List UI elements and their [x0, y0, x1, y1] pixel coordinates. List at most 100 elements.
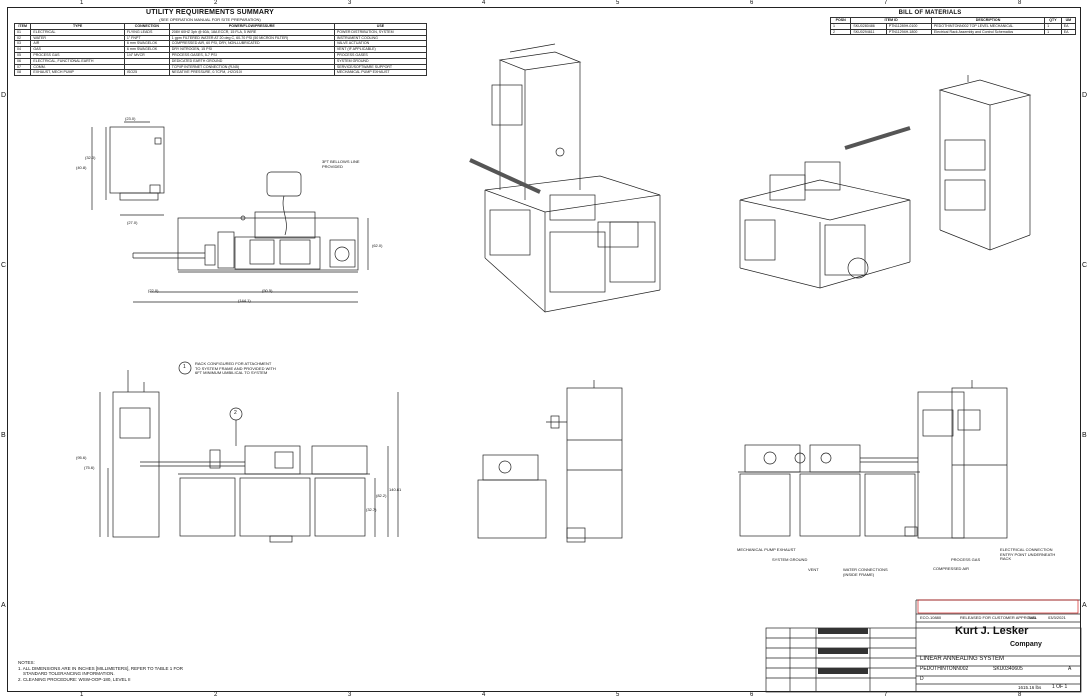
table-cell: SKU0294611: [850, 28, 887, 36]
rear-elevation-view: [738, 391, 965, 539]
zone-col: 2: [214, 692, 218, 698]
zone-row: C: [1, 262, 7, 269]
company-logo: Kurt J. Lesker: [955, 625, 1029, 637]
note-line: 2. CLEANING PROCEDURE: WSW-OOP-180, LEVE…: [18, 676, 131, 682]
table-cell: 04: [13, 46, 32, 53]
dim-label: (144.1): [238, 298, 251, 303]
compressed-air-label: COMPRESSED AIR: [933, 566, 970, 571]
table-cell: 03: [13, 40, 32, 48]
table-cell: MECHANICAL PUMP EXHAUST: [333, 69, 428, 77]
electrical-connection-label: ELECTRICAL CONNECTION ENTRY POINT UNDERN…: [1000, 547, 1056, 562]
table-cell: SYSTEM GROUND: [333, 57, 428, 65]
bellows-note: 3FT BELLOWS LINE PROVIDED: [322, 159, 360, 169]
zone-col: 6: [750, 0, 754, 6]
revision-date: 03/3/2021: [1048, 615, 1066, 620]
table-cell: VENT (IF APPLICABLE): [333, 46, 428, 53]
water-label: WATER CONNECTIONS (INSIDE FRAME): [843, 567, 888, 577]
vent-label: VENT: [808, 567, 819, 572]
dim-label: (62.0): [372, 243, 383, 248]
zone-columns-bottom: 1 2 3 4 5 6 7 8: [7, 692, 1081, 699]
table-cell: INSTRUMENT COOLING: [333, 34, 428, 42]
utility-table-title: UTILITY REQUIREMENTS SUMMARY: [145, 9, 275, 16]
utility-table-subtitle: (SEE OPERATION MANUAL FOR SITE PREPARATI…: [159, 17, 261, 22]
zone-row: C: [1082, 262, 1088, 269]
company-logo-suffix: Company: [1010, 641, 1042, 648]
zone-col: 2: [214, 0, 218, 6]
revision-by: SAB: [1028, 615, 1037, 620]
zone-col: 6: [750, 692, 754, 698]
dim-label: (50.5): [262, 288, 273, 293]
rack-top-view: [91, 121, 165, 216]
dim-label: (23.0): [125, 116, 136, 121]
dim-label: (32.7): [366, 507, 377, 512]
side-elevation-view: [477, 380, 623, 543]
table-cell: 05: [13, 52, 32, 59]
zone-col: 4: [482, 692, 486, 698]
title-block-dark-band: [818, 648, 868, 654]
bom-title: BILL OF MATERIALS: [898, 10, 962, 16]
table-cell: 06: [13, 57, 32, 65]
table-cell: 08: [13, 69, 32, 77]
drawing-border: [7, 7, 1081, 692]
notes-block: NOTES: 1. ALL DIMENSIONS ARE IN INCHES […: [18, 660, 183, 682]
zone-col: 5: [616, 0, 620, 6]
isometric-view-left: [469, 43, 661, 313]
utility-table: ITEM TYPE CONNECTION POWER/FLOW/PRESSURE…: [13, 23, 428, 77]
isometric-view-right: [739, 75, 1032, 289]
revision-eco: ECO-10880: [920, 615, 942, 620]
zone-row: B: [1, 432, 6, 439]
revision-description: RELEASED FOR CUSTOMER APPROVAL: [960, 615, 1037, 620]
dim-label: (40.8): [76, 165, 87, 170]
zone-col: 8: [1018, 0, 1022, 6]
table-cell: Electrical Rack Assembly and Control Sch…: [930, 28, 1046, 36]
title-block-dark-band: [818, 628, 868, 634]
zone-row: D: [1, 92, 7, 99]
dim-label: (82.2): [376, 493, 387, 498]
table-cell: POWER DISTRIBUTION, SYSTEM: [333, 28, 428, 36]
system-ground-label: SYSTEM GROUND: [772, 557, 808, 562]
title-block-dark-band: [818, 668, 868, 674]
note-line: STANDARD TOLERANCING INFORMATION.: [18, 671, 115, 676]
warning-box: [917, 599, 1079, 614]
zone-col: 3: [348, 0, 352, 6]
note-line: 1. ALL DIMENSIONS ARE IN INCHES [MILLIME…: [18, 665, 184, 671]
end-elevation-view: [951, 380, 1008, 539]
callout-balloon: 1: [183, 364, 186, 370]
zone-row: A: [1082, 602, 1087, 609]
zone-col: 4: [482, 0, 486, 6]
zone-col: 8: [1018, 692, 1022, 698]
sheet-size: D: [920, 676, 924, 682]
zone-col: 1: [80, 692, 84, 698]
table-cell: 01: [13, 28, 32, 36]
sku-number: SKU0340605: [993, 666, 1023, 672]
zone-columns-top: 1 2 3 4 5 6 7 8: [7, 0, 1081, 7]
dim-label: (75.6): [84, 465, 95, 470]
zone-row: D: [1082, 92, 1088, 99]
zone-col: 5: [616, 692, 620, 698]
zone-col: 7: [884, 0, 888, 6]
weight: 1615.16 lbs: [1018, 685, 1042, 690]
zone-row: B: [1082, 432, 1087, 439]
dim-label: 140.81: [389, 487, 402, 492]
zone-row: A: [1, 602, 6, 609]
system-plan-view: [132, 171, 369, 303]
zone-col: 7: [884, 692, 888, 698]
table-cell: PTN11294H-1800: [885, 28, 932, 36]
revision-letter: A: [1068, 666, 1072, 672]
table-cell: 02: [13, 34, 32, 42]
dim-label: (32.0): [85, 155, 96, 160]
front-elevation-view: [99, 361, 399, 543]
zone-col: 1: [80, 0, 84, 6]
